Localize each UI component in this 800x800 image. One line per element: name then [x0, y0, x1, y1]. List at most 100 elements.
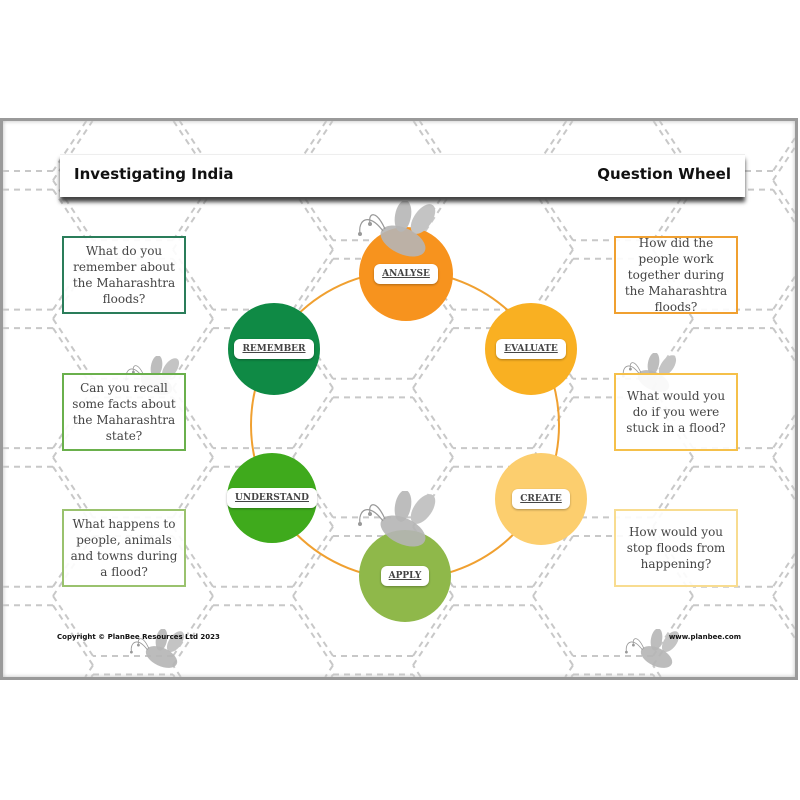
hexagon-edge [172, 456, 214, 518]
wheel-label: ANALYSE [374, 264, 438, 284]
bee-antenna-tip [358, 232, 362, 236]
hexagon-edge [652, 456, 694, 518]
hexagon-edge [90, 673, 94, 677]
hexagon-edge [532, 396, 574, 458]
bee-antenna-tip [137, 643, 140, 647]
bee-antenna [359, 504, 386, 524]
hexagon-edge [412, 664, 422, 677]
wheel-node-evaluate: EVALUATE [485, 303, 577, 395]
hexagon-edge [772, 553, 795, 588]
hexagon-edge [52, 604, 94, 666]
hexagon-edge [772, 285, 795, 320]
worksheet: Investigating India Question Wheel ANALY… [0, 118, 798, 680]
bee-icon [625, 629, 680, 668]
bee-wing [394, 491, 412, 522]
hexagon-edge [292, 189, 334, 251]
hexagon-edge [412, 318, 454, 380]
hexagon-edge [292, 535, 334, 597]
bee-antenna-tip [130, 650, 133, 654]
hexagon-edge [412, 387, 454, 449]
hexagon-edge [772, 562, 795, 597]
bee-antenna-tip [358, 522, 362, 526]
hexagon-edge [532, 387, 574, 449]
hexagon-edge [330, 673, 334, 677]
question-box-recall: Can you recall some facts about the Maha… [62, 373, 186, 451]
hexagon-edge [772, 318, 795, 353]
hexagon-edge [532, 604, 574, 666]
hexagon-edge [772, 327, 795, 362]
bee-wing [166, 631, 185, 652]
bee-wing [661, 631, 680, 652]
hexagon-edge [772, 595, 795, 630]
hexagon-edge [652, 673, 656, 677]
bee-antenna [130, 638, 150, 652]
wheel-label: UNDERSTAND [227, 488, 317, 508]
bee-body [380, 515, 426, 547]
hexagon-edge [292, 604, 334, 666]
hexagon-edge [172, 604, 214, 666]
question-box-prevent: How would you stop floods from happening… [614, 509, 738, 587]
bee-wing [155, 629, 168, 651]
hexagon-edge [52, 121, 94, 181]
hexagon-edge [172, 318, 214, 380]
bee-antenna [359, 214, 386, 234]
bee-body [640, 646, 673, 668]
hexagon-edge [292, 396, 334, 458]
website-link[interactable]: www.planbee.com [668, 633, 741, 641]
bee-wing [410, 494, 436, 524]
hexagon-edge [292, 249, 334, 311]
hexagon-edge [772, 276, 795, 311]
hexagon-edge [52, 595, 94, 657]
hexagon-edge [324, 664, 334, 677]
wheel-node-analyse: ANALYSE [359, 227, 453, 321]
bee-wing [647, 353, 660, 375]
hexagon-edge [292, 387, 334, 449]
bee-icon [358, 491, 436, 547]
question-box-remember: What do you remember about the Maharasht… [62, 236, 186, 314]
question-box-understand: What happens to people, animals and town… [62, 509, 186, 587]
bee-antenna [625, 638, 645, 652]
hexagon-edge [772, 456, 795, 491]
bee-antenna-tip [368, 222, 372, 226]
hexagon-edge [772, 137, 795, 172]
hexagon-edge [412, 604, 454, 666]
copyright-text: Copyright © PlanBee Resources Ltd 2023 [57, 633, 220, 641]
wheel-node-create: CREATE [495, 453, 587, 545]
wheel-node-remember: REMEMBER [228, 303, 320, 395]
hexagon-edge [772, 466, 795, 501]
wheel-label: EVALUATE [496, 339, 566, 359]
question-text: How would you stop floods from happening… [626, 525, 726, 571]
bee-icon [358, 201, 436, 257]
bee-wing [650, 629, 663, 651]
hexagon-edge [84, 664, 94, 677]
question-text: What happens to people, animals and town… [70, 517, 178, 579]
hexagon-edge [292, 595, 334, 657]
hexagon-edge [652, 664, 662, 677]
hexagon-edge [532, 249, 574, 311]
question-box-evaluate: How did the people work together during … [614, 236, 738, 314]
hexagon-edge [564, 664, 574, 677]
wheel-label: CREATE [512, 489, 570, 509]
bee-antenna-tip [625, 650, 628, 654]
bee-wing [410, 204, 436, 234]
wheel-label: APPLY [380, 566, 430, 586]
hexagon-edge [412, 396, 454, 458]
bee-antenna-tip [632, 643, 635, 647]
bee-antenna-tip [368, 512, 372, 516]
bee-body [380, 225, 426, 257]
question-text: What do you remember about the Maharasht… [72, 244, 176, 306]
page-title: Investigating India [74, 165, 234, 183]
hexagon-edge [532, 595, 574, 657]
bee-icon [130, 629, 185, 668]
hexagon-edge [172, 664, 182, 677]
hexagon-edge [412, 595, 454, 657]
hexagon-edge [772, 179, 795, 214]
page-subtitle: Question Wheel [597, 165, 731, 183]
hexagon-edge [772, 189, 795, 224]
hexagon-edge [772, 146, 795, 181]
hexagon-edge [52, 179, 94, 241]
hexagon-edge [52, 456, 94, 518]
hexagon-edge [532, 535, 574, 597]
bee-antenna-tip [132, 370, 135, 374]
